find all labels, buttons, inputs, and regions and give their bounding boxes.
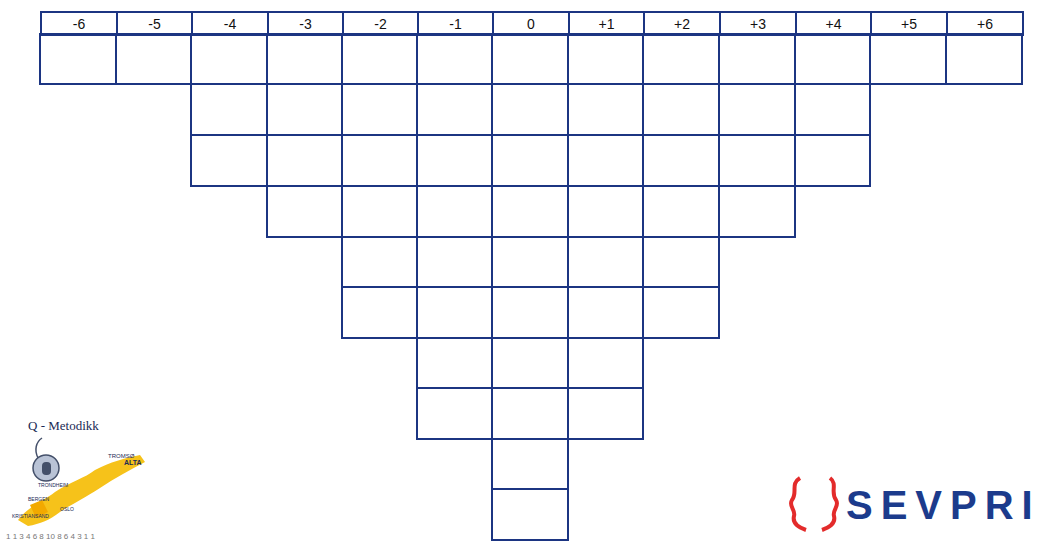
sort-cell: [568, 237, 643, 287]
sort-cell: [267, 84, 342, 135]
column-score: -4: [224, 16, 236, 32]
column-header: -3: [267, 11, 344, 36]
column-header: +4: [795, 11, 872, 36]
map-city: TRONDHEIM: [38, 482, 68, 488]
sort-cell: [40, 34, 116, 84]
sort-cell: [795, 135, 870, 186]
sort-cell: [492, 135, 568, 186]
map-city: BERGEN: [28, 496, 49, 502]
sort-cell: [492, 338, 568, 388]
sort-cell: [492, 237, 568, 287]
face-profile: [822, 478, 837, 530]
column-score: +2: [674, 16, 690, 32]
column-score: +6: [977, 16, 993, 32]
sort-cell: [417, 186, 492, 237]
microphone: [42, 462, 51, 475]
column-score: +1: [599, 16, 615, 32]
sort-cell: [643, 237, 719, 287]
column-score: -6: [73, 16, 85, 32]
sort-cell: [417, 34, 492, 84]
sort-cell: [568, 388, 643, 439]
column-score: +4: [826, 16, 842, 32]
sort-cell: [267, 186, 342, 237]
microphone-cord: [36, 438, 42, 458]
sort-cell: [568, 338, 643, 388]
face-profile: [791, 478, 806, 530]
column-score: -1: [449, 16, 461, 32]
column-header: +3: [719, 11, 797, 36]
sort-cell: [719, 84, 795, 135]
column-header: +5: [870, 11, 948, 36]
sort-cell: [191, 34, 267, 84]
logo-title: Q - Metodikk: [28, 418, 99, 434]
column-header: 0: [492, 11, 570, 36]
sort-cell: [568, 135, 643, 186]
sort-cell: [417, 287, 492, 338]
sort-cell: [191, 135, 267, 186]
sort-cell: [342, 34, 417, 84]
column-header: +2: [643, 11, 721, 36]
column-score: -3: [299, 16, 311, 32]
sort-cell: [267, 34, 342, 84]
sort-cell: [342, 135, 417, 186]
sort-cell: [719, 135, 795, 186]
column-header: -4: [191, 11, 269, 36]
column-header: -5: [116, 11, 193, 36]
sort-cell: [417, 135, 492, 186]
column-score: +5: [901, 16, 917, 32]
column-header: -1: [417, 11, 494, 36]
column-header: -2: [342, 11, 419, 36]
sort-cell: [643, 34, 719, 84]
sort-cell: [191, 84, 267, 135]
sort-cell: [492, 489, 568, 540]
sort-cell: [267, 135, 342, 186]
sort-cell: [643, 135, 719, 186]
sort-cell: [643, 287, 719, 338]
sort-cell: [492, 439, 568, 489]
sort-cell: [417, 84, 492, 135]
sort-cell: [417, 338, 492, 388]
map-city: ALTA: [124, 459, 142, 466]
sort-cell: [643, 186, 719, 237]
sort-cell: [492, 186, 568, 237]
map-city: TROMSØ: [108, 453, 134, 459]
microphone-circle: [33, 455, 59, 481]
sort-cell: [719, 186, 795, 237]
sort-cell: [417, 237, 492, 287]
column-header: +6: [946, 11, 1024, 36]
sort-cell: [417, 388, 492, 439]
sort-cell: [719, 34, 795, 84]
sort-cell: [492, 34, 568, 84]
sort-cell: [492, 84, 568, 135]
map-city: KRISTIANSAND: [12, 513, 49, 519]
sort-cell: [643, 84, 719, 135]
sort-cell: [795, 34, 870, 84]
sort-cell: [492, 287, 568, 338]
sort-cell: [568, 84, 643, 135]
map-city: OSLO: [60, 506, 74, 512]
sort-cell: [342, 186, 417, 237]
column-score: 0: [527, 16, 535, 32]
brand-name: SEVPRI: [846, 483, 1041, 528]
column-score: -2: [374, 16, 386, 32]
column-header: -6: [40, 11, 118, 36]
sort-cell: [795, 84, 870, 135]
column-header: +1: [568, 11, 645, 36]
column-score: -5: [148, 16, 160, 32]
sort-cell: [568, 287, 643, 338]
sort-cell: [870, 34, 946, 84]
sort-cell: [342, 84, 417, 135]
sort-cell: [342, 287, 417, 338]
sort-cell: [946, 34, 1022, 84]
sort-cell: [492, 388, 568, 439]
sort-cell: [568, 186, 643, 237]
sort-cell: [568, 34, 643, 84]
column-score: +3: [750, 16, 766, 32]
distribution-numbers: 1 1 3 4 6 8 10 8 6 4 3 1 1: [6, 532, 95, 541]
sort-cell: [116, 34, 191, 84]
sort-cell: [342, 237, 417, 287]
